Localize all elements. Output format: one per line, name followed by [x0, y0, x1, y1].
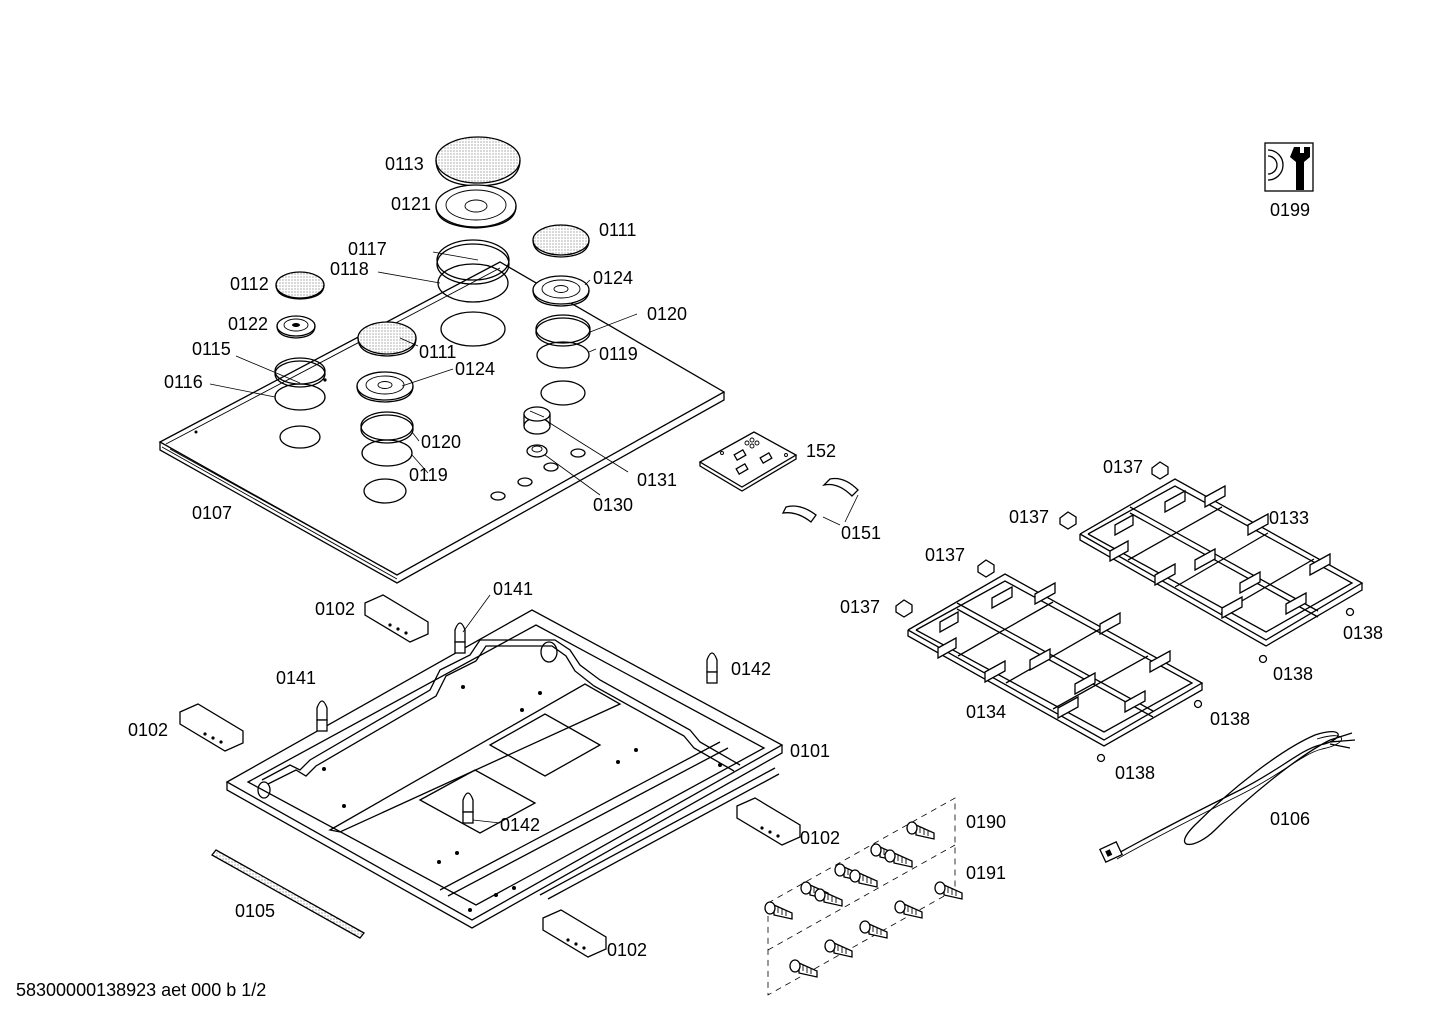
document-code: 58300000138923 aet 000 b 1/2 [16, 980, 267, 1000]
callout-grid-foot-2: 0138 [1273, 664, 1313, 684]
gasket-center [361, 439, 413, 467]
callout-screw-set-a: 0190 [966, 812, 1006, 832]
callout-burner-cap-medium-right: 0111 [599, 220, 636, 240]
callout-grid-clip-middle: 0137 [925, 545, 965, 565]
spacer-bolt [316, 622, 718, 824]
callout-grid-clip-upper: 0137 [1009, 507, 1049, 527]
callout-pan-support-left: 0134 [966, 702, 1006, 722]
sealing-strip [211, 849, 365, 939]
fixing-bracket-holes [203, 623, 780, 950]
wrench-icon [1264, 142, 1314, 192]
callout-grid-clip-top: 0137 [1103, 457, 1143, 477]
grid-clip [895, 461, 1169, 618]
callout-burner-cap-small: 0112 [230, 274, 269, 294]
pan-support-right [1079, 478, 1364, 647]
screw [849, 869, 878, 888]
callout-hob-top-plate: 0107 [192, 503, 232, 523]
screw [884, 849, 913, 868]
callout-fixing-bracket-top: 0102 [315, 599, 355, 619]
callout-mains-cable: 0106 [1270, 809, 1310, 829]
callout-pan-support-right: 0133 [1269, 508, 1309, 528]
callout-seal-ring-center: 0120 [421, 432, 461, 452]
screw [906, 821, 935, 840]
callout-knob-bezel: 0130 [593, 495, 633, 515]
callout-burner-crown-right: 0124 [593, 268, 633, 288]
callout-fixing-bracket-bottom: 0102 [607, 940, 647, 960]
callout-gasket-center: 0119 [409, 465, 448, 485]
burner-cap-small [275, 271, 325, 300]
screw [764, 901, 793, 920]
callout-gasket-right: 0119 [599, 344, 638, 364]
callout-labels: 0113 0121 0117 0118 0112 0122 0115 0116 … [128, 154, 1383, 960]
callout-burner-crown-large: 0121 [391, 194, 431, 214]
callout-grid-foot-1: 0138 [1343, 623, 1383, 643]
callout-spacer-bolt-right: 0142 [731, 659, 771, 679]
callout-bottom-tray: 0101 [790, 741, 830, 761]
callout-fixing-bracket-left: 0102 [128, 720, 168, 740]
callout-seal-ring-small: 0115 [192, 339, 231, 359]
callout-grid-foot-4: 0138 [1115, 763, 1155, 783]
screw [934, 881, 963, 900]
callout-gasket-large: 0118 [330, 259, 369, 279]
callout-board-clips: 0151 [841, 523, 881, 543]
callout-control-knob: 0131 [637, 470, 677, 490]
screw [859, 920, 888, 939]
callout-gasket-small: 0116 [164, 372, 203, 392]
callout-burner-cap-large: 0113 [385, 154, 424, 174]
callout-burner-cap-medium-center: 0111 [419, 342, 456, 362]
bottom-tray [225, 609, 784, 929]
callout-seal-ring-right: 0120 [647, 304, 687, 324]
leader-lines [209, 251, 859, 824]
knob-bezel [526, 444, 548, 458]
screw [789, 959, 818, 978]
circuit-board [698, 431, 798, 492]
callout-grid-clip-left: 0137 [840, 597, 880, 617]
burner-crown-right [532, 275, 590, 307]
burner-cap-medium-center [357, 321, 417, 357]
mains-cable [1099, 731, 1356, 864]
burner-crown-small [276, 315, 316, 339]
callout-burner-crown-small: 0122 [228, 314, 268, 334]
fixing-bracket [179, 594, 801, 958]
burner-cap-large [435, 136, 521, 187]
callout-spacer-bolt-bottom: 0142 [500, 815, 540, 835]
callout-sealing-strip: 0105 [235, 901, 275, 921]
callout-fixing-bracket-right: 0102 [800, 828, 840, 848]
callout-seal-ring-large: 0117 [348, 239, 387, 259]
callout-tool-kit: 0199 [1270, 200, 1310, 220]
seal-ring-large [436, 239, 510, 285]
callout-spacer-bolt-left: 0141 [276, 668, 316, 688]
burner-cap-medium-right [532, 224, 590, 258]
hob-top-plate [158, 261, 726, 584]
control-knob [523, 406, 551, 435]
board-clips [781, 477, 859, 523]
screw [894, 900, 923, 919]
callout-circuit-board: 152 [806, 441, 836, 461]
callout-screw-set-b: 0191 [966, 863, 1006, 883]
pan-support-left [907, 573, 1204, 747]
gasket-right [536, 341, 590, 369]
callout-grid-foot-3: 0138 [1210, 709, 1250, 729]
callout-spacer-bolt-top: 0141 [493, 579, 533, 599]
screw [824, 939, 853, 958]
grid-foot [1096, 607, 1355, 763]
burner-crown-large [435, 184, 517, 229]
screw-set [764, 797, 963, 996]
callout-burner-crown-center: 0124 [455, 359, 495, 379]
screw [814, 888, 843, 907]
